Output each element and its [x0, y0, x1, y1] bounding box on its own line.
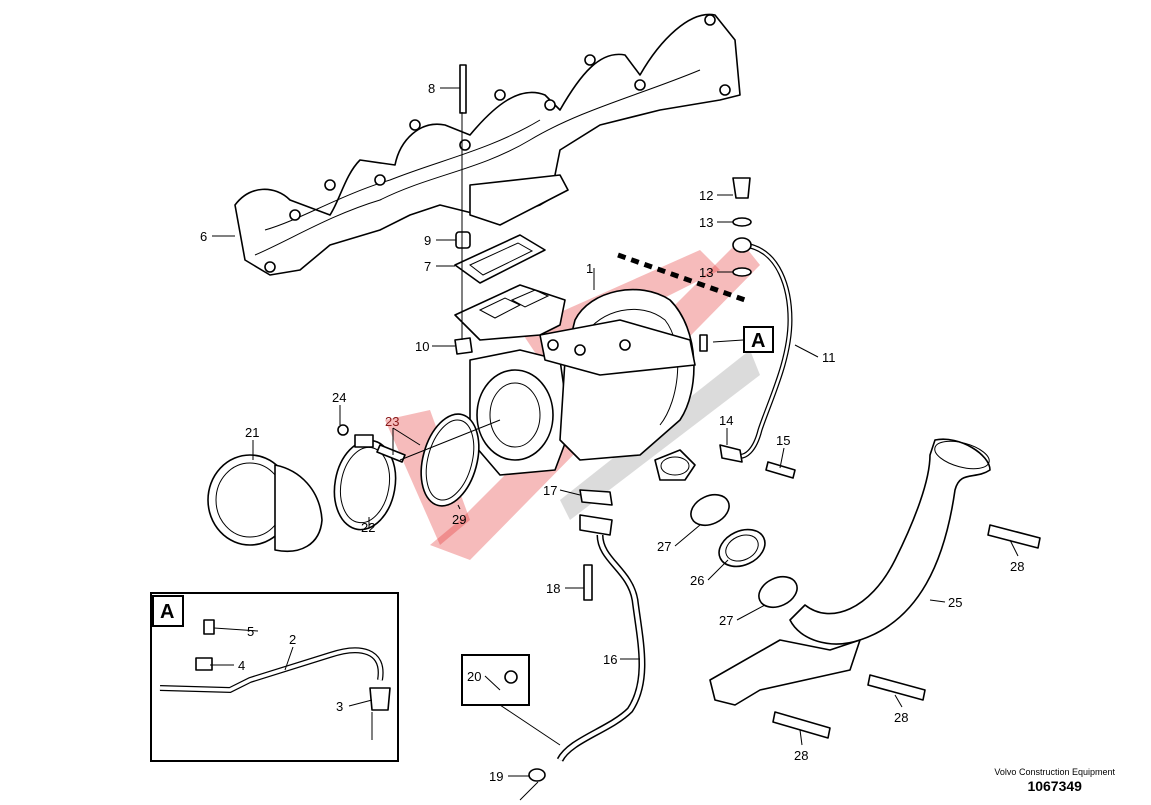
detail-inset-a: A [150, 592, 399, 762]
callout-2[interactable]: 2 [289, 632, 296, 647]
callout-15[interactable]: 15 [776, 433, 790, 448]
callout-4[interactable]: 4 [238, 658, 245, 673]
charge-air-pipe [789, 438, 991, 645]
callout-10[interactable]: 10 [415, 339, 429, 354]
bolt [772, 711, 831, 739]
bolt [583, 564, 593, 601]
leader-lines [210, 87, 1019, 801]
callout-19[interactable]: 19 [489, 769, 503, 784]
view-a-box[interactable] [743, 326, 774, 353]
callout-17[interactable]: 17 [543, 483, 557, 498]
callout-7[interactable]: 7 [424, 259, 431, 274]
callout-13[interactable]: 13 [699, 265, 713, 280]
callout-18[interactable]: 18 [546, 581, 560, 596]
callout-14[interactable]: 14 [719, 413, 733, 428]
drain-flange [579, 514, 613, 536]
callout-28[interactable]: 28 [1010, 559, 1024, 574]
callout-9[interactable]: 9 [424, 233, 431, 248]
callout-3[interactable]: 3 [336, 699, 343, 714]
banjo-fitting [732, 237, 752, 253]
callout-26[interactable]: 26 [690, 573, 704, 588]
callout-25[interactable]: 25 [948, 595, 962, 610]
drawing-footer: Volvo Construction Equipment 1067349 [994, 767, 1115, 794]
bolt [867, 674, 926, 701]
turbocharger [454, 284, 708, 481]
callout-12[interactable]: 12 [699, 188, 713, 203]
view-a-link [617, 252, 746, 303]
hose-clamp [690, 493, 730, 527]
hose-clamp [758, 575, 798, 609]
pipe-bracket [709, 639, 861, 706]
hose [718, 528, 766, 568]
exhaust-manifold [234, 13, 741, 276]
callouts: 8 6 9 7 10 1 12 13 13 11 24 23 21 29 22 … [200, 81, 1024, 784]
view-a-label: A [751, 330, 765, 352]
callout-20[interactable]: 20 [467, 669, 481, 684]
inset-a-label: A [160, 601, 174, 623]
callout-28[interactable]: 28 [794, 748, 808, 763]
callout-28[interactable]: 28 [894, 710, 908, 725]
callout-6[interactable]: 6 [200, 229, 207, 244]
banjo-bolt [732, 177, 751, 199]
callout-16[interactable]: 16 [603, 652, 617, 667]
callout-23[interactable]: 23 [385, 414, 399, 429]
bolt [376, 444, 406, 463]
spacer-sleeve [455, 231, 471, 249]
callout-22[interactable]: 22 [361, 520, 375, 535]
callout-21[interactable]: 21 [245, 425, 259, 440]
callout-29[interactable]: 29 [452, 512, 466, 527]
drain-gasket [579, 489, 613, 506]
callout-24[interactable]: 24 [332, 390, 346, 405]
washer [732, 217, 752, 227]
drawing-number: 1067349 [1027, 778, 1082, 794]
callout-27[interactable]: 27 [719, 613, 733, 628]
clamp-lug [354, 434, 374, 448]
callout-27[interactable]: 27 [657, 539, 671, 554]
fitting [719, 444, 743, 463]
washer [732, 267, 752, 277]
detail-box-20 [461, 654, 530, 706]
oil-return-pipe [556, 534, 646, 762]
seal-ring [528, 768, 546, 782]
callout-8[interactable]: 8 [428, 81, 435, 96]
callout-5[interactable]: 5 [247, 624, 254, 639]
bolt [765, 461, 796, 479]
callout-1[interactable]: 1 [586, 261, 593, 276]
nut-small [337, 424, 349, 436]
brand-name: Volvo Construction Equipment [994, 767, 1115, 777]
callout-11[interactable]: 11 [822, 350, 836, 365]
stud [459, 64, 467, 114]
callout-13[interactable]: 13 [699, 215, 713, 230]
bolt [987, 524, 1041, 549]
nut [454, 337, 473, 355]
